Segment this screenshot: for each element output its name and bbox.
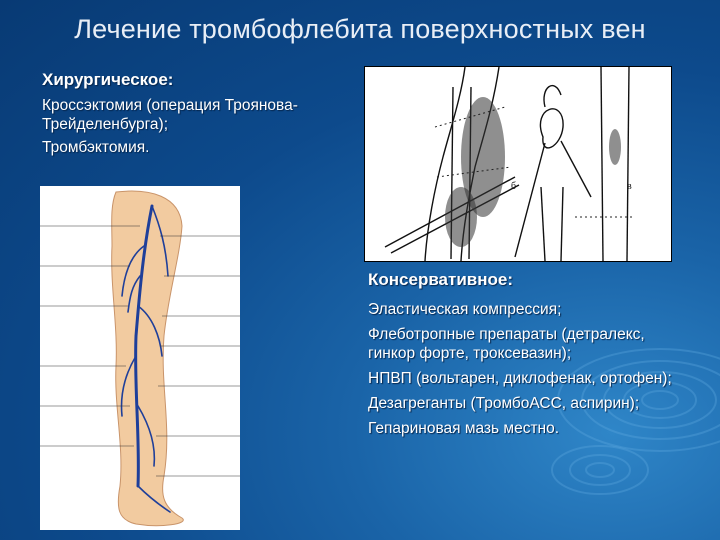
conservative-heading: Консервативное: [368,270,513,289]
conservative-item: Эластическая компрессия; [368,301,562,318]
surgical-item: Кроссэктомия (операция Троянова-Трейделе… [42,97,298,133]
figure-label-v: в [627,181,632,192]
conservative-item: Флеботропные препараты (детралекс, гинко… [368,326,645,362]
surgical-section: Хирургическое: Кроссэктомия (операция Тр… [42,70,362,161]
surgical-item: Тромбэктомия. [42,139,150,156]
conservative-item: Дезагреганты (ТромбоАСС, аспирин); [368,395,640,412]
surgical-heading: Хирургическое: [42,70,174,89]
conservative-section: Консервативное: Эластическая компрессия;… [368,270,688,444]
conservative-item: Гепариновая мазь местно. [368,420,560,437]
surgery-illustration: б в [364,66,672,262]
figure-label-b: б [511,181,516,192]
leg-vein-illustration [40,186,240,530]
conservative-item: НПВП (вольтарен, диклофенак, ортофен); [368,370,672,387]
page-title: Лечение тромбофлебита поверхностных вен [74,14,646,44]
